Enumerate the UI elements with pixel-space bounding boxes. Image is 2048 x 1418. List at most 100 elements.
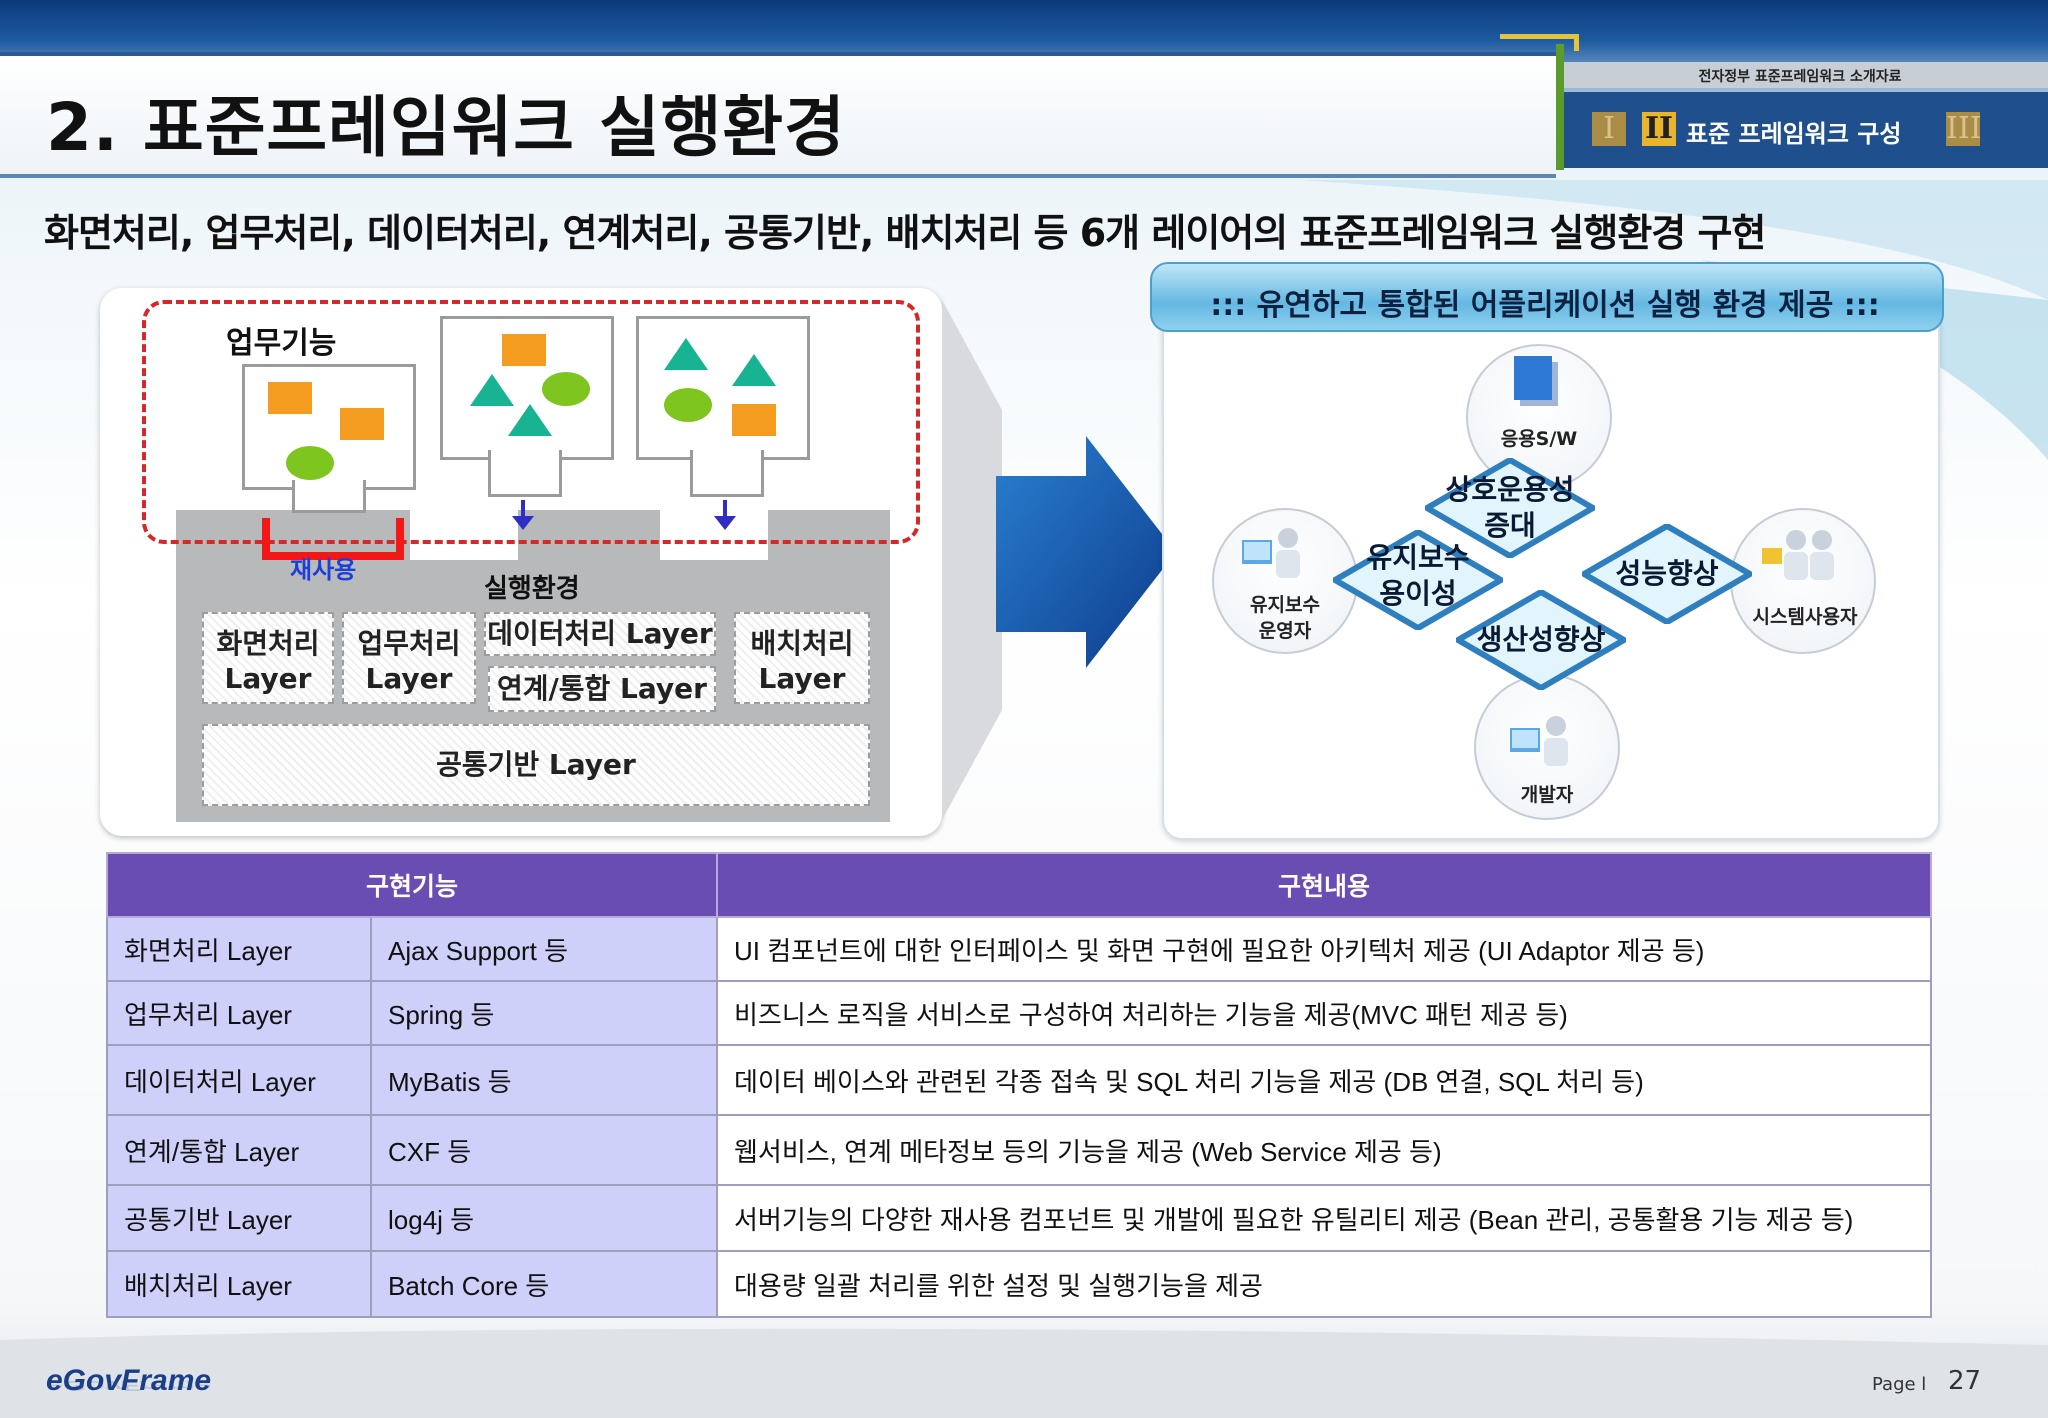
green-oval [542,372,590,406]
interop-line2: 증대 [1484,509,1536,542]
row-tech: log4j 등 [370,1184,718,1252]
row-layer: 연계/통합 Layer [106,1114,372,1186]
business-functions-label: 업무기능 [226,326,337,361]
nav-section-3[interactable]: III [1946,111,1982,146]
maint-line2: 용이성 [1379,577,1457,610]
developer-label: 개발자 [1520,784,1574,806]
layer-batch-line1: 배치처리 [750,627,854,660]
teal-triangle [508,404,552,436]
layer-integration: 연계/통합 Layer [488,666,716,712]
diamond-productivity-text: 생산성향상 [1476,623,1606,656]
down-arrow-icon [512,500,534,530]
diamond-interop-text: 상호운용성 증대 [1425,472,1595,544]
row-layer: 배치처리 Layer [106,1250,372,1318]
page-label: Page l [1872,1374,1927,1395]
header-feature: 구현기능 [106,852,718,918]
app-sw-circle [1466,344,1612,490]
layer-business-line1: 업무처리 [357,627,461,660]
row-layer: 공통기반 Layer [106,1184,372,1252]
system-user-label: 시스템사용자 [1752,606,1858,628]
row-desc: 대용량 일괄 처리를 위한 설정 및 실행기능을 제공 [716,1250,1932,1318]
layer-common: 공통기반 Layer [202,724,870,806]
business-functions-region [142,300,920,544]
egovframe-logo-reflection: eGovFrame [46,1377,212,1395]
green-oval [286,446,334,480]
layer-screen-line2: Layer [224,662,312,695]
layer-batch-line2: Layer [758,662,846,695]
teal-triangle [732,354,776,386]
table-row: 업무처리 Layer Spring 등 비즈니스 로직을 서비스로 구성하여 처… [106,980,1932,1046]
brand-strip [1564,62,2048,88]
orange-block [340,408,384,440]
row-desc: UI 컴포넌트에 대한 인터페이스 및 화면 구현에 필요한 아키텍처 제공 (… [716,916,1932,982]
nav-section-1[interactable]: I [1592,112,1626,146]
orange-block [732,404,776,436]
table-row: 연계/통합 Layer CXF 등 웹서비스, 연계 메타정보 등의 기능을 제… [106,1114,1932,1186]
orange-block [268,382,312,414]
header-content: 구현내용 [716,852,1932,918]
green-oval [664,388,712,422]
business-card-1-stem [292,480,366,513]
title-accent-bar [1556,44,1564,170]
nav-current-label: 표준 프레임워크 구성 [1686,120,1902,148]
banner [1150,262,1944,332]
nav-section-2[interactable]: II [1642,112,1676,146]
teal-triangle [664,338,708,370]
orange-block [502,334,546,366]
row-tech: CXF 등 [370,1114,718,1186]
maint-operator-line2: 운영자 [1258,620,1312,642]
row-layer: 화면처리 Layer [106,916,372,982]
implementation-table: 구현기능 구현내용 화면처리 Layer Ajax Support 등 UI 컴… [106,852,1932,1318]
maint-operator-line1: 유지보수 [1250,594,1320,616]
layer-business-line2: Layer [365,662,453,695]
brand-text: 전자정부 표준프레임워크 소개자료 [1698,69,1902,85]
big-right-arrow-icon [996,436,1176,668]
table-row: 배치처리 Layer Batch Core 등 대용량 일괄 처리를 위한 설정… [106,1250,1932,1318]
egovframe-logo: eGovFrame [46,1364,212,1397]
diamond-maintainability [1333,530,1503,630]
down-arrow-icon [714,500,736,530]
row-desc: 웹서비스, 연계 메타정보 등의 기능을 제공 (Web Service 제공 … [716,1114,1932,1186]
business-card-3-stem [690,450,764,497]
diamond-performance [1582,524,1752,624]
developer-icon [1510,716,1568,766]
reuse-bracket [262,518,404,560]
diamond-productivity [1456,590,1626,690]
diamond-maintainability-text: 유지보수 용이성 [1333,540,1503,612]
layer-data: 데이터처리 Layer [484,612,716,656]
title-accent [1500,34,1579,51]
title-bar [0,52,1556,178]
interop-line1: 상호운용성 [1445,473,1575,506]
row-layer: 업무처리 Layer [106,980,372,1046]
row-desc: 데이터 베이스와 관련된 각종 접속 및 SQL 처리 기능을 제공 (DB 연… [716,1044,1932,1116]
notch [410,510,518,560]
row-tech: Ajax Support 등 [370,916,718,982]
page-number: 27 [1948,1366,1982,1396]
system-user-icon [1762,530,1834,580]
diamond-performance-text: 성능향상 [1615,557,1719,590]
table-row: 데이터처리 Layer MyBatis 등 데이터 베이스와 관련된 각종 접속… [106,1044,1932,1116]
row-layer: 데이터처리 Layer [106,1044,372,1116]
funnel-connector [942,300,1002,820]
layer-batch: 배치처리 Layer [734,612,870,704]
maint-line1: 유지보수 [1366,541,1470,574]
reuse-label: 재사용 [290,556,357,584]
system-user-circle [1730,508,1876,654]
subtitle: 화면처리, 업무처리, 데이터처리, 연계처리, 공통기반, 배치처리 등 6개… [44,211,1766,255]
row-desc: 비즈니스 로직을 서비스로 구성하여 처리하는 기능을 제공(MVC 패턴 제공… [716,980,1932,1046]
banner-text: ::: 유연하고 통합된 어플리케이션 실행 환경 제공 ::: [1210,288,1880,323]
layer-business: 업무처리 Layer [342,612,476,704]
row-tech: Spring 등 [370,980,718,1046]
app-sw-label: 응용S/W [1500,428,1578,450]
business-card-2-stem [488,450,562,497]
layer-screen-line1: 화면처리 [216,627,320,660]
table-row: 화면처리 Layer Ajax Support 등 UI 컴포넌트에 대한 인터… [106,916,1932,982]
execution-environment-label: 실행환경 [484,574,580,604]
page-title: 2. 표준프레임워크 실행환경 [46,89,846,166]
row-desc: 서버기능의 다양한 재사용 컴포넌트 및 개발에 필요한 유틸리티 제공 (Be… [716,1184,1932,1252]
operator-icon [1242,528,1300,578]
row-tech: MyBatis 등 [370,1044,718,1116]
document-icon [1514,356,1558,406]
table-header-row: 구현기능 구현내용 [106,852,1932,918]
diamond-interop [1425,458,1595,558]
